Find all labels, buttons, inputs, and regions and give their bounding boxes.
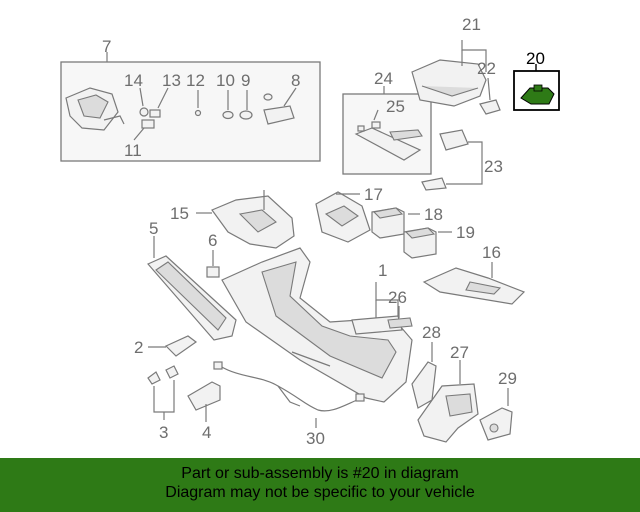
part-5-panel[interactable] bbox=[147, 236, 237, 341]
part-24-tray[interactable] bbox=[354, 127, 423, 161]
part-7-assembly[interactable] bbox=[65, 87, 125, 131]
part-30-harness[interactable] bbox=[213, 361, 365, 428]
part-29[interactable] bbox=[479, 388, 513, 441]
callout-21: 21 bbox=[462, 15, 481, 34]
callout-4: 4 bbox=[202, 423, 211, 442]
part-2-bracket[interactable] bbox=[148, 335, 198, 357]
callout-17: 17 bbox=[364, 185, 383, 204]
part-17[interactable] bbox=[315, 191, 371, 243]
part-22[interactable] bbox=[479, 77, 501, 115]
part-26[interactable] bbox=[387, 306, 413, 329]
callout-30: 30 bbox=[306, 429, 325, 448]
callout-14: 14 bbox=[124, 71, 143, 90]
part-15[interactable] bbox=[196, 190, 295, 249]
part-28[interactable] bbox=[411, 342, 437, 409]
callout-3: 3 bbox=[159, 423, 168, 442]
callout-15: 15 bbox=[170, 204, 189, 223]
callout-25: 25 bbox=[386, 97, 405, 116]
part-13[interactable] bbox=[149, 87, 169, 118]
callout-18: 18 bbox=[424, 205, 443, 224]
callout-28: 28 bbox=[422, 323, 441, 342]
part-18-cup[interactable] bbox=[371, 207, 420, 239]
callout-12: 12 bbox=[186, 71, 205, 90]
callout-29: 29 bbox=[498, 369, 517, 388]
callout-20: 20 bbox=[526, 49, 545, 68]
part-19-cup[interactable] bbox=[403, 227, 452, 259]
callout-10: 10 bbox=[216, 71, 235, 90]
part-23[interactable] bbox=[421, 129, 483, 191]
banner-line-2: Diagram may not be specific to your vehi… bbox=[165, 484, 475, 501]
callout-8: 8 bbox=[291, 71, 300, 90]
part-4-bracket[interactable] bbox=[187, 381, 221, 422]
callout-9: 9 bbox=[241, 71, 250, 90]
part-20-icon bbox=[520, 87, 555, 105]
part-9[interactable] bbox=[239, 90, 253, 120]
parts-diagram: 7 14 13 12 10 9 8 11 21 20 22 24 25 23 1… bbox=[60, 15, 560, 448]
callout-6: 6 bbox=[208, 231, 217, 250]
part-16[interactable] bbox=[422, 262, 526, 305]
part-20-box[interactable] bbox=[513, 64, 560, 111]
callout-19: 19 bbox=[456, 223, 475, 242]
callout-24: 24 bbox=[374, 69, 393, 88]
callout-5: 5 bbox=[149, 219, 158, 238]
banner-line-1: Part or sub-assembly is #20 in diagram bbox=[181, 465, 459, 482]
part-12[interactable] bbox=[194, 90, 202, 117]
part-6[interactable] bbox=[206, 250, 220, 278]
part-11[interactable] bbox=[133, 119, 155, 141]
callout-27: 27 bbox=[450, 343, 469, 362]
part-3[interactable] bbox=[147, 365, 179, 420]
part-27[interactable] bbox=[417, 360, 479, 443]
callout-22: 22 bbox=[477, 59, 496, 78]
callout-23: 23 bbox=[484, 157, 503, 176]
callout-26: 26 bbox=[388, 288, 407, 307]
callout-7: 7 bbox=[102, 37, 111, 56]
callout-13: 13 bbox=[162, 71, 181, 90]
callout-16: 16 bbox=[482, 243, 501, 262]
part-14[interactable] bbox=[139, 87, 149, 117]
part-21-armrest[interactable] bbox=[411, 40, 487, 107]
part-25[interactable] bbox=[357, 109, 381, 132]
part-8[interactable] bbox=[263, 87, 297, 125]
callout-2: 2 bbox=[134, 338, 143, 357]
part-10[interactable] bbox=[222, 90, 234, 120]
info-banner: Part or sub-assembly is #20 in diagram D… bbox=[0, 458, 640, 512]
callout-11: 11 bbox=[124, 141, 142, 160]
callout-1: 1 bbox=[378, 261, 387, 280]
